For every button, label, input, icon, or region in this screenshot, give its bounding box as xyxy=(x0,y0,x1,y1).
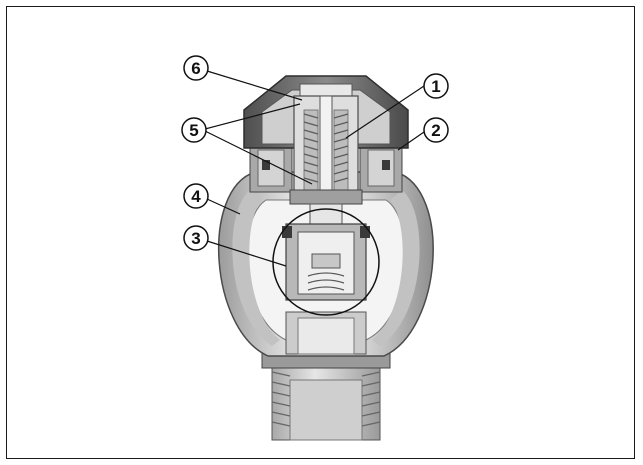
callout-4: 4 xyxy=(183,183,209,209)
callout-label-3: 3 xyxy=(191,229,200,248)
callout-1: 1 xyxy=(423,73,449,99)
insert-spring xyxy=(307,272,345,291)
leader-line-2 xyxy=(397,131,425,151)
threaded-outlet xyxy=(261,351,391,441)
leader-line-6 xyxy=(206,70,303,101)
callout-label-6: 6 xyxy=(191,59,200,78)
valve-insert xyxy=(272,208,380,316)
leader-line-5a xyxy=(204,103,301,130)
callout-label-5: 5 xyxy=(189,121,198,140)
leader-lines xyxy=(204,70,425,267)
callout-3: 3 xyxy=(183,225,209,251)
leader-line-4 xyxy=(206,198,241,215)
leader-line-3 xyxy=(206,240,287,267)
callout-5: 5 xyxy=(181,117,207,143)
callout-6: 6 xyxy=(183,55,209,81)
callout-2: 2 xyxy=(423,117,449,143)
leader-line-1 xyxy=(345,85,425,139)
spring-coils xyxy=(303,113,349,183)
callout-label-1: 1 xyxy=(431,77,440,96)
callout-label-4: 4 xyxy=(191,187,201,206)
callout-label-2: 2 xyxy=(431,121,440,140)
thread-lines xyxy=(271,371,381,427)
leader-line-5b xyxy=(204,130,313,185)
spring-cartridge xyxy=(289,95,363,225)
